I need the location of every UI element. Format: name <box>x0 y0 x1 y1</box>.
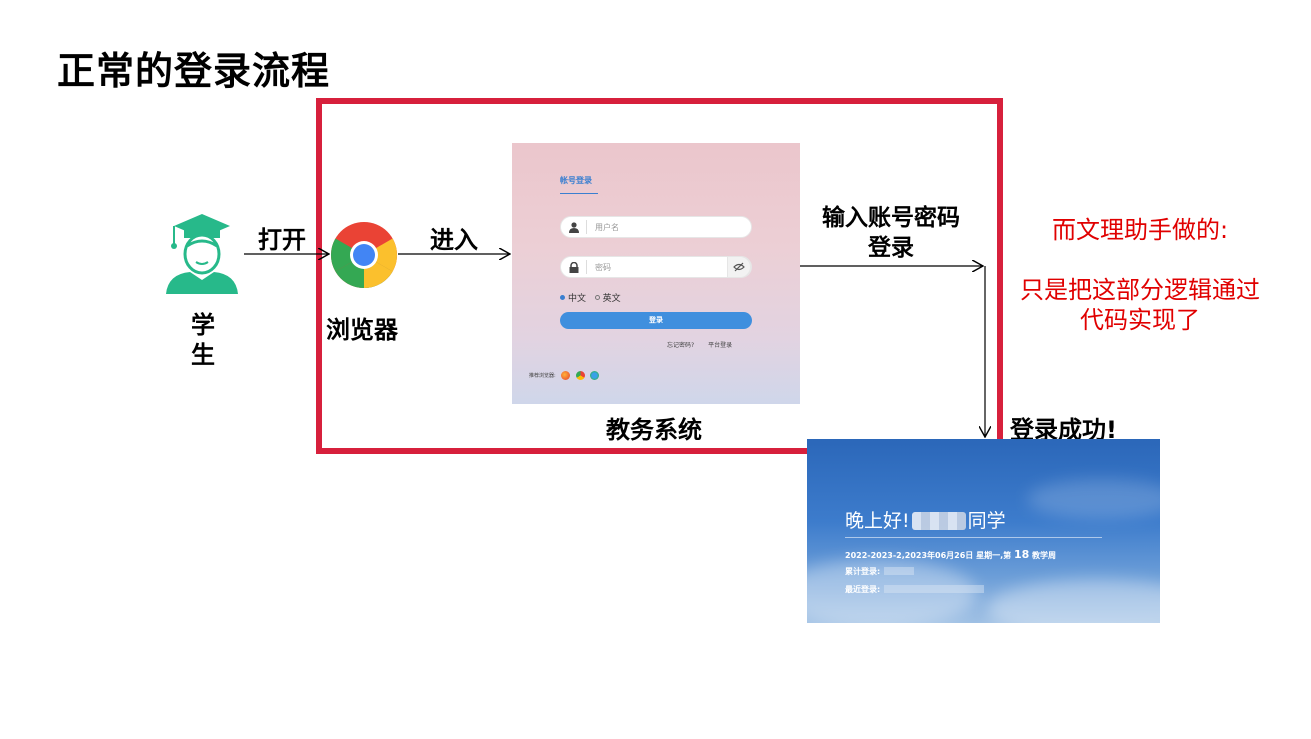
last-login: 最近登录: <box>845 584 985 595</box>
user-icon <box>569 222 579 233</box>
eye-off-icon[interactable] <box>727 256 751 278</box>
edge-icon[interactable] <box>590 371 600 380</box>
week-number: 18 <box>1013 548 1030 561</box>
divider <box>845 537 1102 538</box>
label-browser: 浏览器 <box>326 316 398 344</box>
blurred-value <box>884 585 985 593</box>
note-line-1: 而文理助手做的: <box>1051 216 1229 244</box>
password-field[interactable]: 密码 <box>560 256 752 278</box>
username-placeholder: 用户名 <box>595 223 619 232</box>
cloud-decoration <box>1027 479 1160 519</box>
tab-underline <box>560 193 598 194</box>
total-logins-label: 累计登录: <box>845 567 881 576</box>
tab-account-login[interactable]: 帐号登录 <box>560 176 592 185</box>
student-graduate-icon <box>160 210 244 300</box>
chrome-icon <box>330 221 398 293</box>
firefox-icon[interactable] <box>561 371 571 380</box>
date-text: 2022-2023-2,2023年06月26日 星期一,第 <box>845 551 1012 560</box>
total-logins: 累计登录: <box>845 566 915 577</box>
chrome-small-icon[interactable] <box>575 371 585 380</box>
cloud-decoration <box>987 579 1160 623</box>
radio-english[interactable] <box>594 295 600 300</box>
recommended-label: 推荐浏览器: <box>529 373 556 379</box>
platform-login-link[interactable]: 平台登录 <box>708 342 733 349</box>
blurred-name <box>911 512 966 530</box>
radio-chinese[interactable] <box>560 295 565 300</box>
field-separator <box>586 260 587 274</box>
forgot-password-link[interactable]: 忘记密码? <box>667 342 695 349</box>
login-success-panel: 晚上好! 同学 2022-2023-2,2023年06月26日 星期一,第 18 … <box>807 439 1160 623</box>
week-suffix: 教学周 <box>1032 551 1057 560</box>
blurred-value <box>884 567 915 575</box>
greeting-prefix: 晚上好! <box>845 510 910 532</box>
label-student: 学生 <box>191 311 215 369</box>
login-button[interactable]: 登录 <box>560 312 752 329</box>
login-panel: 帐号登录 用户名 密码 中文 英文 登录 忘记密码? 平台登录 推荐浏览器: <box>512 143 800 404</box>
lang-chinese-label: 中文 <box>568 294 587 304</box>
username-field[interactable]: 用户名 <box>560 216 752 238</box>
greeting-suffix: 同学 <box>967 510 1006 532</box>
password-placeholder: 密码 <box>595 263 611 272</box>
recommended-browsers: 推荐浏览器: <box>529 371 600 380</box>
label-input-login: 输入账号密码登录 <box>822 205 960 261</box>
label-system: 教务系统 <box>606 416 702 444</box>
cloud-decoration <box>807 559 977 623</box>
lang-english-label: 英文 <box>602 294 621 304</box>
field-separator <box>586 220 587 234</box>
lock-icon <box>569 262 579 273</box>
label-enter: 进入 <box>430 226 478 254</box>
login-links: 忘记密码? 平台登录 <box>667 340 744 349</box>
language-selector: 中文 英文 <box>560 291 621 304</box>
note-line-2: 只是把这部分逻辑通过代码实现了 <box>1020 276 1260 334</box>
slide-title: 正常的登录流程 <box>57 49 331 93</box>
label-open: 打开 <box>258 226 306 254</box>
highlight-frame <box>316 98 1003 454</box>
term-date: 2022-2023-2,2023年06月26日 星期一,第 18 教学周 <box>845 548 1056 561</box>
last-login-label: 最近登录: <box>845 585 881 594</box>
greeting: 晚上好! 同学 <box>845 506 1006 533</box>
